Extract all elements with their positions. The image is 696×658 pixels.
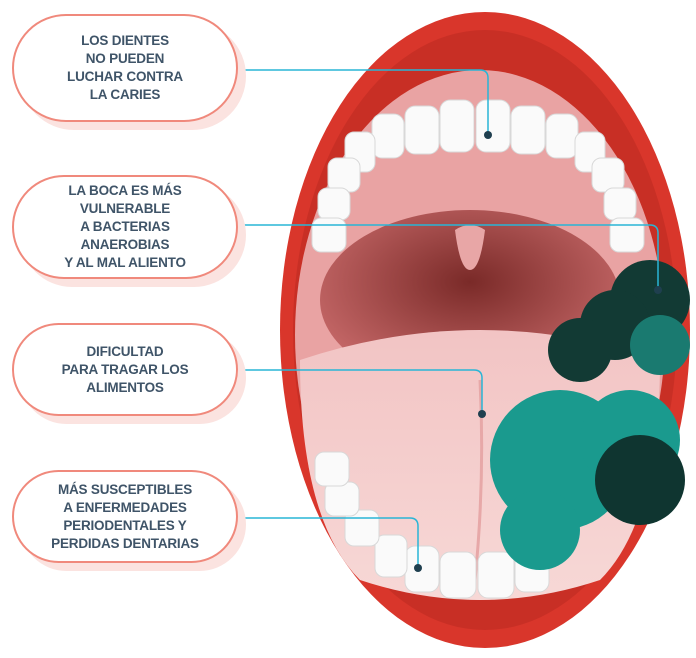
connector-dots: [414, 131, 662, 572]
callout-text: LA BOCA ES MÁS VULNERABLE A BACTERIAS AN…: [64, 183, 186, 270]
upper-teeth: [311, 99, 645, 253]
callout-text: MÁS SUSCEPTIBLES A ENFERMEDADES PERIODEN…: [51, 481, 199, 551]
bacteria-cloud: [490, 260, 690, 570]
lip-highlight: [415, 12, 435, 22]
callout-text: LOS DIENTES NO PUEDEN LUCHAR CONTRA LA C…: [67, 33, 183, 102]
lower-teeth: [314, 451, 550, 599]
uvula: [455, 225, 485, 270]
callout-caries: LOS DIENTES NO PUEDEN LUCHAR CONTRA LA C…: [12, 14, 238, 122]
connector-lines: [238, 69, 659, 568]
callout-bacteria: LA BOCA ES MÁS VULNERABLE A BACTERIAS AN…: [12, 175, 238, 279]
callout-swallowing: DIFICULTAD PARA TRAGAR LOS ALIMENTOS: [12, 323, 238, 416]
callout-periodontal: MÁS SUSCEPTIBLES A ENFERMEDADES PERIODEN…: [12, 470, 238, 563]
callout-text: DIFICULTAD PARA TRAGAR LOS ALIMENTOS: [61, 343, 189, 395]
